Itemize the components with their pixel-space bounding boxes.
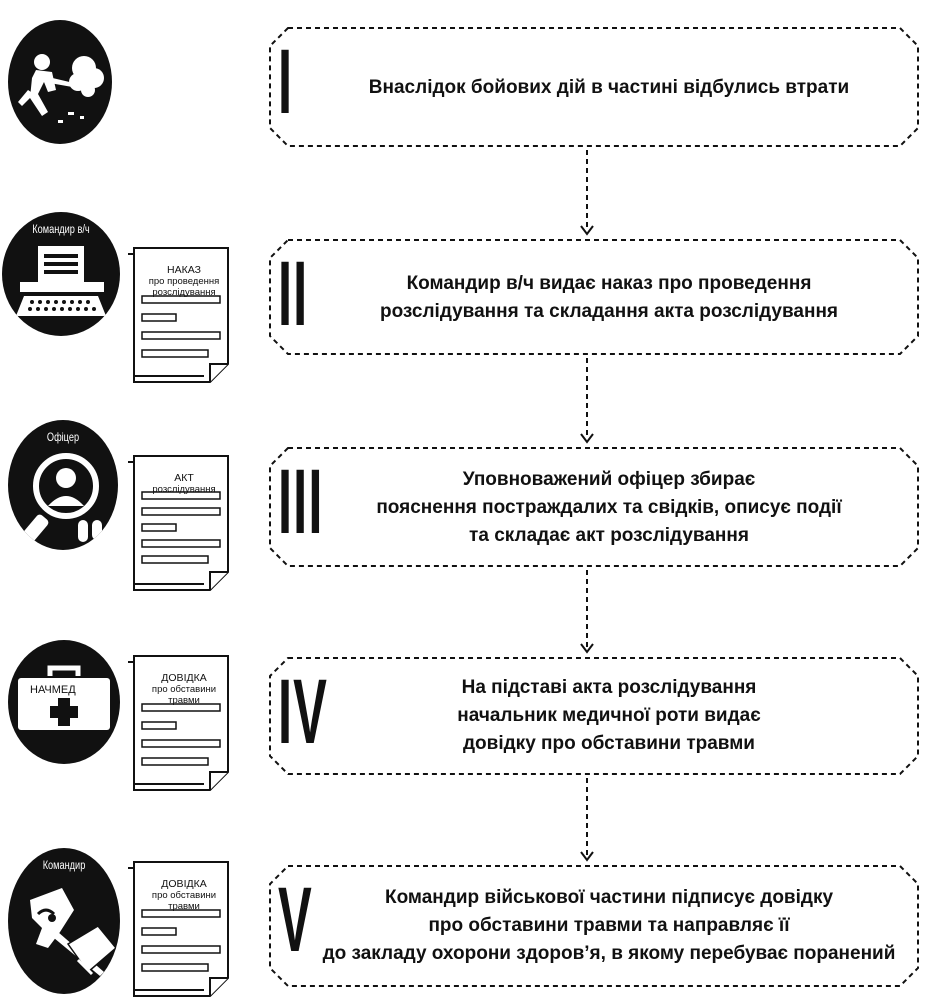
magnifier-person-icon [21,453,102,544]
step-4-frame [269,657,919,775]
step-4-illustration: НАЧМЕД [8,640,120,764]
step-5-frame [269,865,919,987]
step-1-text: Внаслідок бойових дій в частині відбулис… [368,77,850,98]
step-3-text: Уповноважений офіцер збирає пояснення по… [376,469,842,546]
step-3-numeral: III [278,451,324,553]
step-3-illustration: Офіцер [8,420,118,550]
step-5-doc-title: ДОВІДКА [161,878,207,890]
step-1-illustration [8,20,112,144]
step-5-numeral: V [278,869,313,971]
step-4-numeral: IV [278,661,329,763]
connector-3-4 [580,570,594,654]
step-5-box: V Командир військової частини підписує д… [268,864,920,988]
step-4-box: IV На підставі акта розслідування началь… [268,656,920,776]
step-2-doc-title: НАКАЗ [167,264,201,276]
step-2-box: II Командир в/ч видає наказ про проведен… [268,238,920,356]
step-3-doc-title: АКТ [174,472,194,484]
step-2-role-label: Командир в/ч [32,224,90,236]
step-3-doc-subtitle: розслідування [152,484,216,495]
step-5-illustration: Командир [8,848,120,994]
step-2-illustration: Командир в/ч [2,212,120,336]
connector-1-2 [580,150,594,236]
step-2-doc-subtitle: про проведення розслідування [148,276,220,298]
signing-hand-icon [30,888,118,976]
step-2-frame [269,239,919,355]
step-1-box: I Внаслідок бойових дій в частині відбул… [268,26,920,148]
step-3-box: III Уповноважений офіцер збирає поясненн… [268,446,920,568]
step-5-role-label: Командир [42,860,86,872]
step-4-doc-title: ДОВІДКА [161,672,207,684]
connector-2-3 [580,358,594,444]
step-4-role-label: НАЧМЕД [30,684,76,696]
typewriter-icon [16,246,106,316]
step-5-doc-subtitle: про обставини травми [151,890,217,912]
soldier-icon [18,54,104,123]
step-4-text: На підставі акта розслідування начальник… [457,677,761,754]
medical-kit-icon [18,665,110,730]
connector-4-5 [580,778,594,862]
step-5-text: Командир військової частини підписує дов… [322,887,896,964]
step-1-numeral: I [278,31,294,133]
step-2-numeral: II [278,243,309,345]
step-2-text: Командир в/ч видає наказ про проведення … [379,273,839,322]
step-3-role-label: Офіцер [46,432,80,444]
step-4-doc-subtitle: про обставини травми [151,684,217,706]
